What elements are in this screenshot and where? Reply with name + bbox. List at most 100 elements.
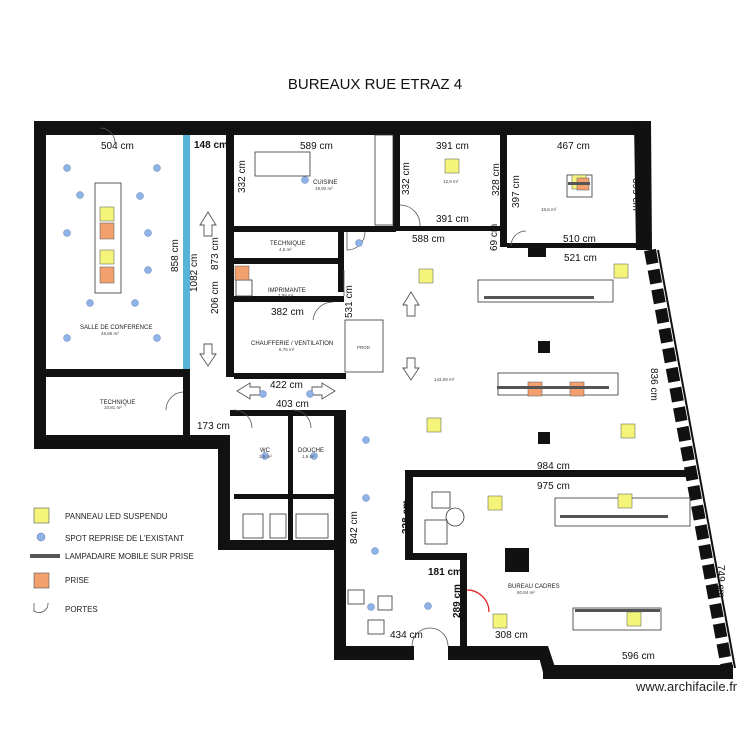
wall-tech-bottom <box>234 258 344 264</box>
dimension-label: 873 cm <box>210 237 221 270</box>
dimension-label: 422 cm <box>270 380 303 391</box>
door-swing <box>99 127 116 144</box>
plan-title: BUREAUX RUE ETRAZ 4 <box>287 76 463 93</box>
wall-chauff-bottom <box>234 373 346 379</box>
door-swing <box>292 409 312 429</box>
dimension-label: 181 cm <box>428 567 462 578</box>
printer <box>235 279 253 297</box>
chair <box>347 589 365 605</box>
wall-bottom-left <box>34 435 230 449</box>
wall-bottom-bevel <box>536 646 556 676</box>
legend-label: SPOT REPRISE DE L'EXISTANT <box>65 534 184 543</box>
outlet <box>99 222 115 240</box>
arrow-left-icon <box>236 382 261 400</box>
legend-label: PORTES <box>65 605 98 614</box>
arrow-right-icon <box>311 382 336 400</box>
dimension-label: 1082 cm <box>189 254 200 292</box>
spot-icon <box>36 532 46 542</box>
dimension-label: 328 cm <box>401 500 412 534</box>
room-name: TECHNIQUE <box>270 241 305 247</box>
desk-row-2 <box>497 372 619 396</box>
dimension-label: 397 cm <box>511 175 522 208</box>
legend: PANNEAU LED SUSPENDU SPOT REPRISE DE L'E… <box>30 507 194 614</box>
dimensions: 504 cm 148 cm 589 cm 391 cm 467 cm 332 c… <box>101 140 726 662</box>
column <box>538 341 550 353</box>
dimension-label: 332 cm <box>401 162 412 195</box>
dimension-label: 975 cm <box>537 481 570 492</box>
wall-cadres-left2 <box>460 553 467 646</box>
wall-kitchen-bottom <box>226 226 396 232</box>
dimension-label: 588 cm <box>412 234 445 245</box>
dimension-label: 504 cm <box>101 141 134 152</box>
spot <box>63 229 71 237</box>
wall-wc-top <box>230 410 346 416</box>
dimension-label: 589 cm <box>300 141 333 152</box>
spot <box>306 390 314 398</box>
outer-walls <box>34 121 733 679</box>
dimension-label: 382 cm <box>271 307 304 318</box>
desk-row-4 <box>572 607 662 631</box>
doors <box>99 127 527 647</box>
spot <box>362 436 370 444</box>
chair <box>377 595 393 611</box>
spot <box>131 299 139 307</box>
spot <box>63 164 71 172</box>
lamp <box>575 609 660 612</box>
dimension-label: 403 cm <box>276 399 309 410</box>
wall-step-bottom <box>218 540 346 550</box>
wall-kitchen-right <box>393 135 400 231</box>
room-area: 7,88 m² <box>278 293 294 298</box>
dimension-label: 206 cm <box>210 281 221 314</box>
arrow-up-icon <box>199 211 217 237</box>
door-swing <box>399 204 421 227</box>
room-area: 18,6 m² <box>541 207 557 212</box>
led-panel <box>418 268 434 284</box>
room-name: DOUCHE <box>298 448 324 454</box>
spot <box>144 229 152 237</box>
wall-corridor <box>226 135 234 377</box>
column <box>528 245 546 257</box>
room-name: CHAUFFERIE / VENTILATION <box>251 341 333 347</box>
legend-label: PRISE <box>65 576 89 585</box>
dimension-label: 332 cm <box>237 160 248 193</box>
dimension-label: 467 cm <box>557 141 590 152</box>
led-panel <box>492 613 508 629</box>
circulation-arrows <box>199 211 420 400</box>
led-panel <box>487 495 503 511</box>
led-panel <box>617 493 633 509</box>
right-wall <box>634 121 736 670</box>
wall-room2-right <box>500 135 507 247</box>
lounge-seat <box>424 519 448 545</box>
columns <box>505 245 550 572</box>
legend-label: LAMPADAIRE MOBILE SUR PRISE <box>65 552 194 561</box>
legend-label: PANNEAU LED SUSPENDU <box>65 512 168 521</box>
led-panel <box>444 158 460 174</box>
dimension-label: 391 cm <box>436 214 469 225</box>
room-area: 6,76 m² <box>279 347 295 352</box>
wall-imprimante-bottom <box>234 296 344 302</box>
spot <box>424 602 432 610</box>
room-area: 60,84 m² <box>517 590 535 595</box>
led-panel <box>99 206 115 222</box>
wall-room2-bottom <box>400 226 500 231</box>
room-area: 143,09 m² <box>434 377 455 382</box>
dimension-label: 289 cm <box>452 584 463 618</box>
led-panel <box>613 263 629 279</box>
room-area: 19,92 m² <box>315 186 333 191</box>
spot <box>144 266 152 274</box>
wall-conf-bottom <box>46 369 190 377</box>
dimension-label: 836 cm <box>648 368 659 401</box>
wc-fixture <box>242 513 264 539</box>
dimension-label: 399 cm <box>630 178 641 211</box>
dimension-label: 510 cm <box>563 234 596 245</box>
lounge-table <box>445 507 465 527</box>
wall-tech-right <box>183 369 190 441</box>
lamp <box>484 296 594 299</box>
wall-bottom-a <box>334 646 414 660</box>
led-panel <box>99 249 115 265</box>
spot <box>86 299 94 307</box>
door-swing <box>510 230 527 247</box>
wall-tech-right2 <box>338 232 344 292</box>
wall-cadres-left <box>405 470 413 560</box>
kitchen-table <box>254 151 311 177</box>
